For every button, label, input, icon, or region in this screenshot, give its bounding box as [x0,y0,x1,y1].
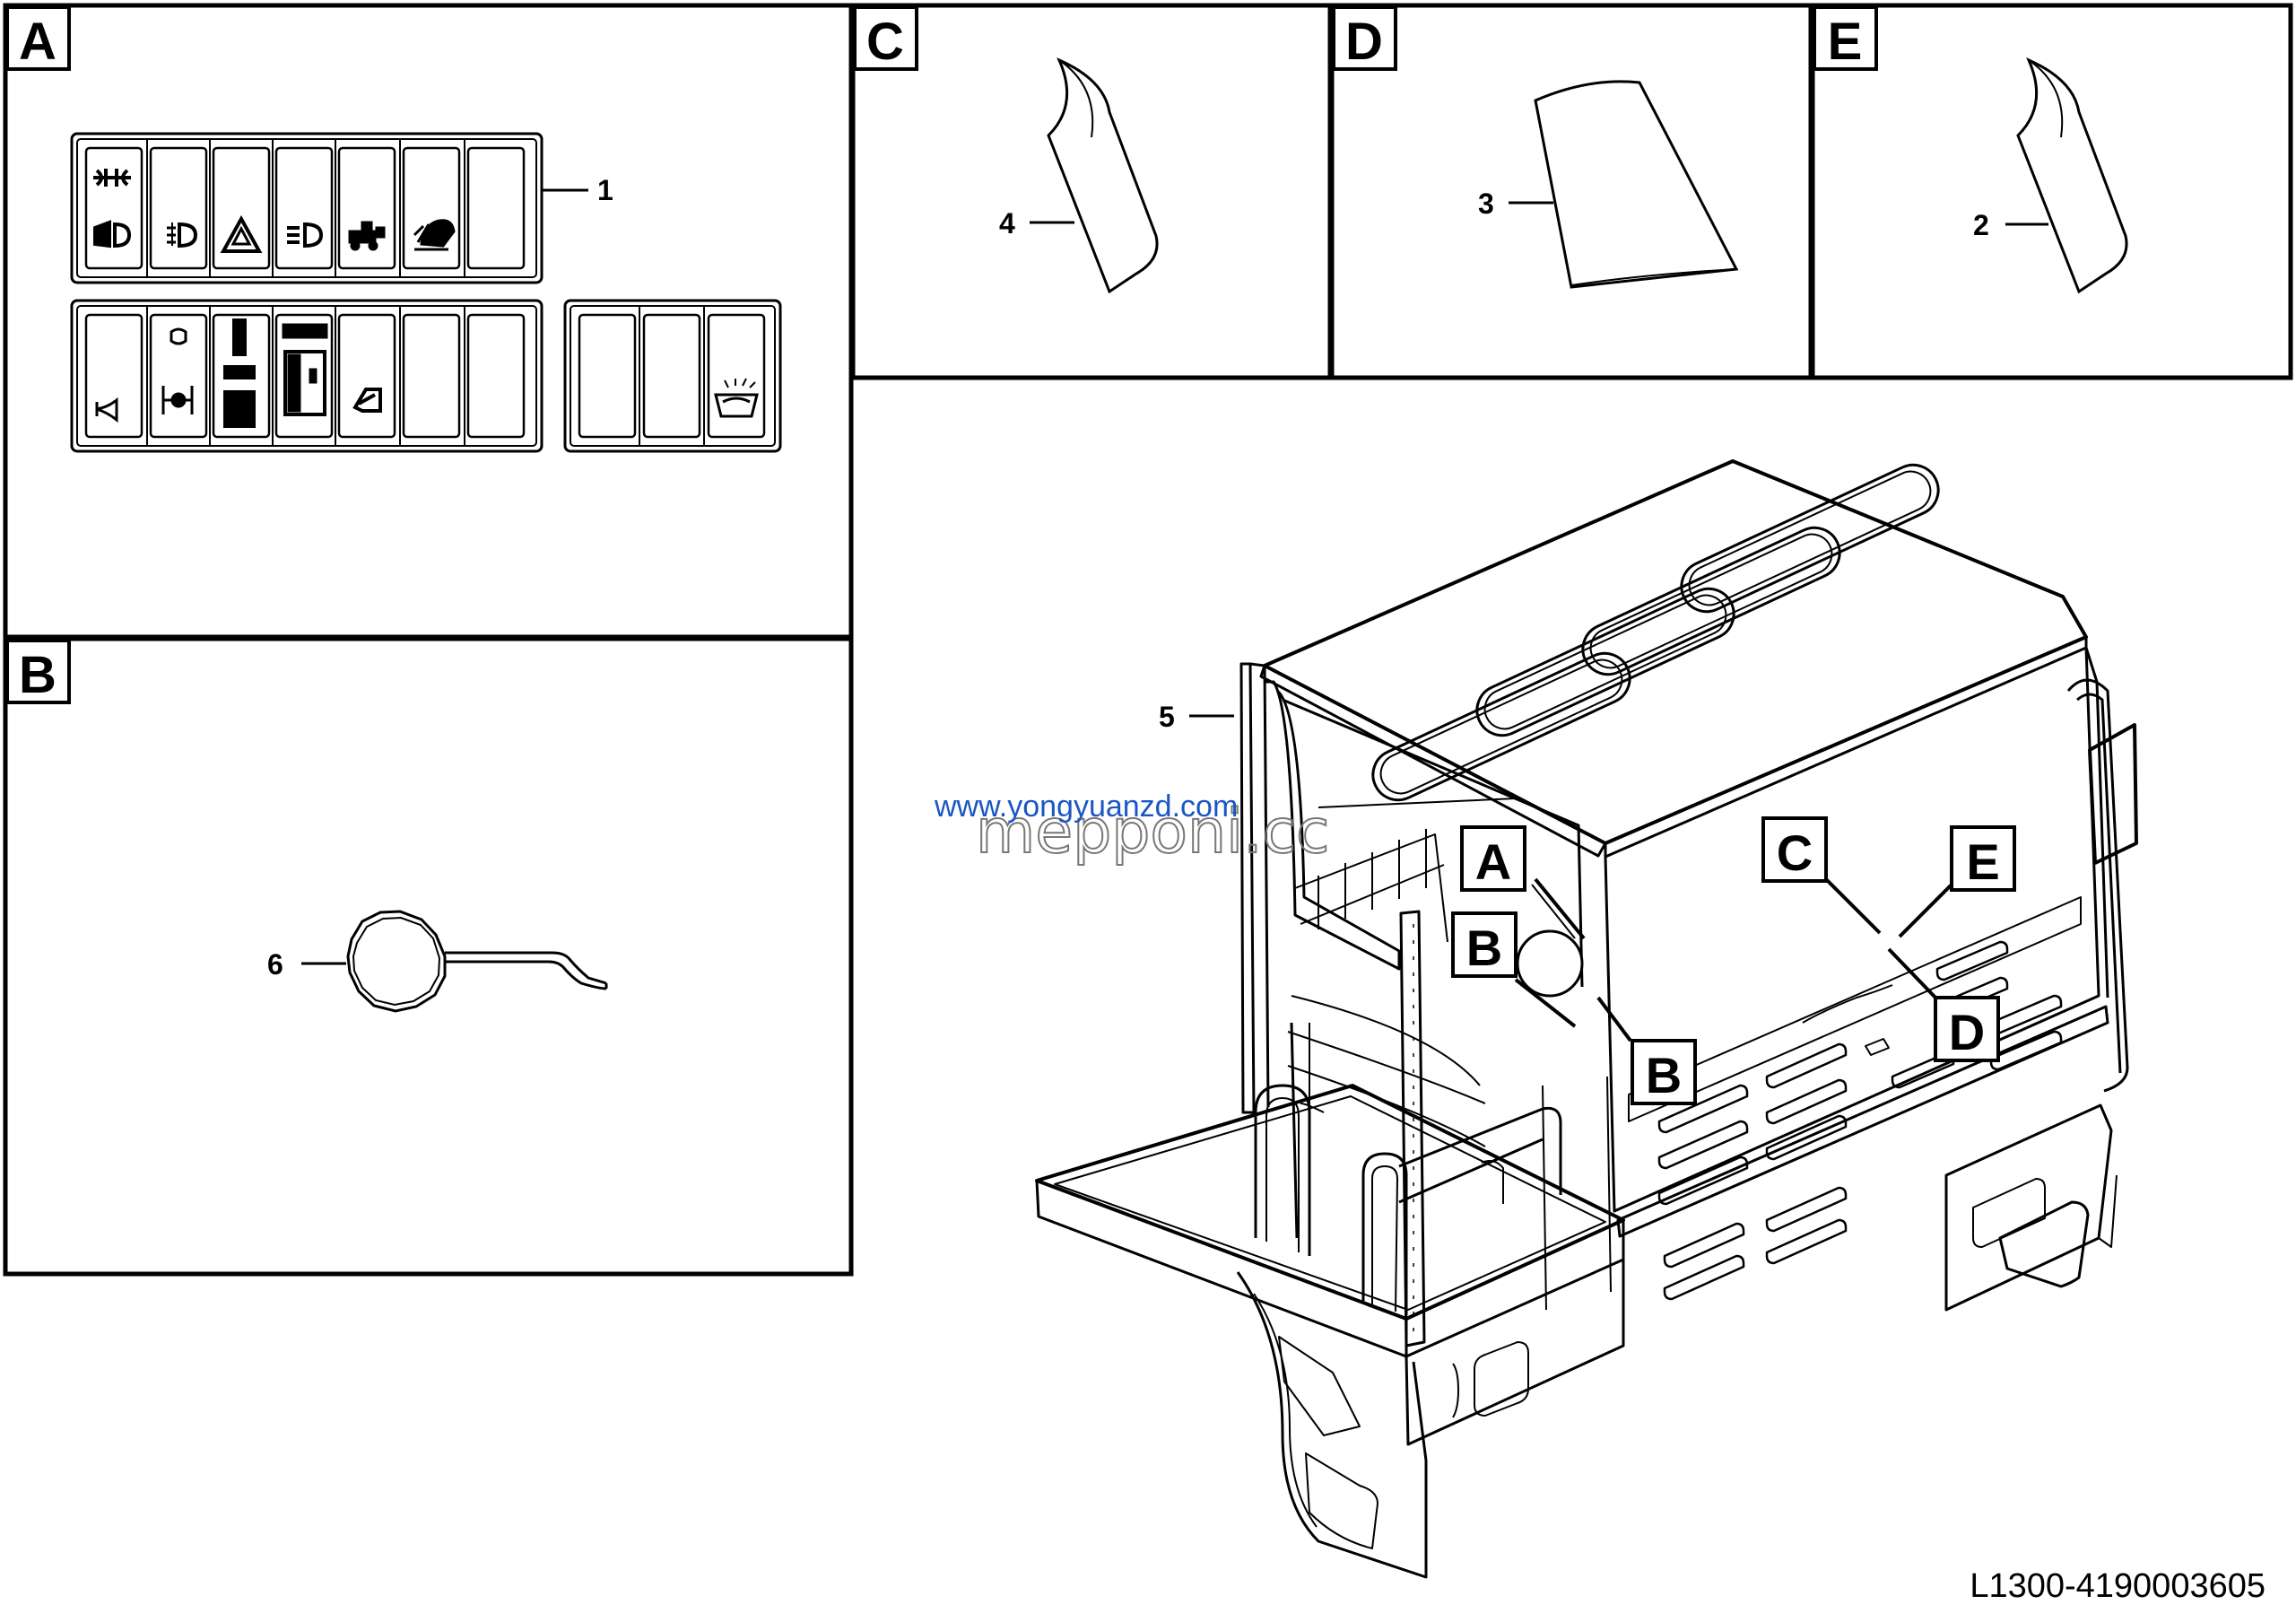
callout-6: 6 [267,948,283,981]
panel-a-letter: A [19,13,57,71]
panel-letters: A B C D E [5,5,1878,704]
horn-icon [95,397,118,423]
decal-4 [1047,57,1159,294]
low-beam-icon [93,220,132,249]
switch-panel-2 [70,299,544,453]
callout-2: 2 [1973,209,1989,241]
callout-1: 1 [597,174,613,206]
decal-2 [2016,57,2128,294]
hazard-warning-icon [220,214,263,253]
flag-b-lower: B [1646,1047,1682,1103]
callout-3: 3 [1478,187,1494,220]
differential-lock-icon [161,327,194,414]
front-fog-light-icon [167,222,198,249]
wiper-icon [352,388,382,413]
flag-e: E [1966,833,1999,890]
callout-5: 5 [1159,701,1175,733]
panel-c-letter: C [866,13,904,71]
watermark-large: mepponi.cc [976,797,1329,868]
panel-a-frame [3,3,854,640]
location-flags: A B B C E D [1451,816,2016,1105]
drawing-code: L1300-4190003605 [1970,1567,2266,1605]
decal-3 [1534,80,1739,289]
beacon-light-icon [413,219,456,251]
headlight-icon [287,222,324,249]
windscreen-washer-icon [714,378,759,418]
panel-d-frame [1329,3,1813,380]
watermark-url: www.yongyuanzd.com [934,789,1238,824]
switch-panel-3 [563,299,782,453]
cab-tilt-icon [282,323,328,416]
flag-b-upper: B [1466,920,1502,976]
panel-c-frame [850,3,1333,380]
callout-4: 4 [999,207,1015,240]
panel-e-frame [1810,3,2293,380]
switch-panel-1 [70,132,544,284]
panel-e-letter: E [1828,13,1863,71]
high-beam-icon [93,169,131,187]
panel-d-letter: D [1345,13,1383,71]
flag-a: A [1475,833,1511,890]
flag-c: C [1777,824,1813,881]
mirror-part [346,910,608,1013]
engine-icon [223,318,256,428]
panel-b-letter: B [19,646,57,704]
flag-d: D [1949,1004,1985,1060]
work-light-icon [348,221,386,251]
panel-b-frame [3,636,854,1277]
panel-frames [3,3,2293,1277]
